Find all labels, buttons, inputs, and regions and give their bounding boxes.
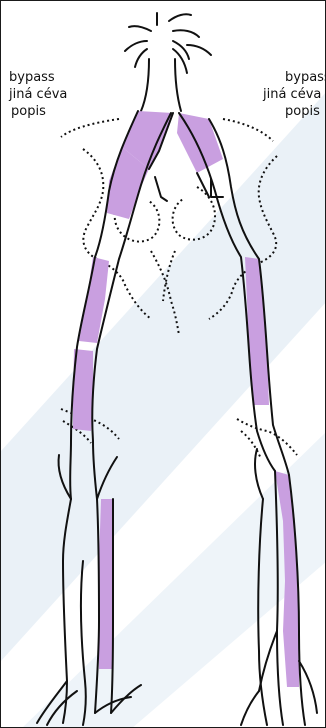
left-label-line3: popis (9, 103, 67, 120)
right-annotation: bypass jiná céva popis (263, 69, 326, 120)
left-popliteal-segment (99, 499, 113, 669)
left-label-line2: jiná céva (9, 86, 67, 103)
left-annotation: bypass jiná céva popis (9, 69, 67, 120)
right-label-line1: bypass (263, 69, 326, 86)
right-label-line3: popis (263, 103, 326, 120)
left-femoral-upper-segment (79, 257, 109, 343)
left-label-line1: bypass (9, 69, 67, 86)
right-label-line2: jiná céva (263, 86, 326, 103)
aorta-branches (125, 13, 211, 111)
